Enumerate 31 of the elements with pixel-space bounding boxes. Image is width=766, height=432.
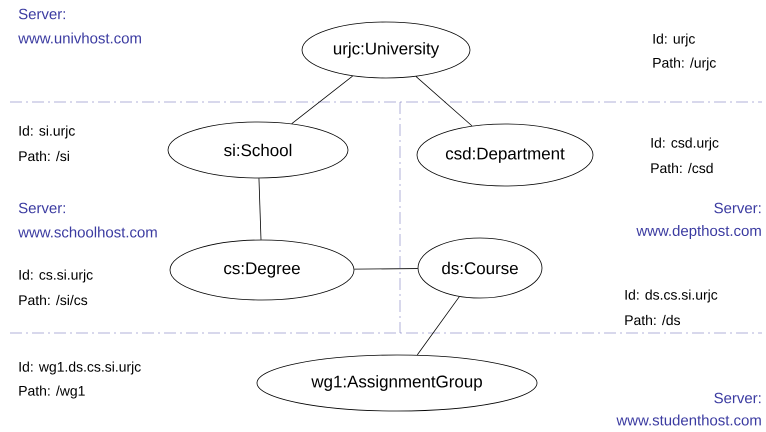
node-annotation: Id: urjc xyxy=(653,34,695,46)
connector-line xyxy=(354,268,418,270)
node-annotation: Path: /urjc xyxy=(653,58,716,70)
node-annotation: Id: cs.si.urjc xyxy=(19,270,93,282)
server-label: www.studenthost.com xyxy=(616,414,761,426)
ellipse-node: wg1:AssignmentGroup xyxy=(256,354,538,412)
server-label: www.depthost.com xyxy=(636,225,761,239)
ellipse-node: cs:Degree xyxy=(170,240,354,300)
ellipse-node: csd:Department xyxy=(416,124,594,186)
connector-line xyxy=(258,178,262,240)
ellipse-node: si:School xyxy=(168,122,348,178)
connector-line xyxy=(416,76,472,126)
server-label: Server: xyxy=(714,392,760,404)
node-annotation: Id: csd.urjc xyxy=(651,138,719,150)
node-annotation: Id: ds.cs.si.urjc xyxy=(625,290,718,302)
node-annotation: Path: /csd xyxy=(651,162,713,174)
node-annotation: Id: wg1.ds.cs.si.urjc xyxy=(19,362,141,374)
ellipse-node: ds:Course xyxy=(418,238,542,298)
server-label: www.schoolhost.com xyxy=(18,226,157,238)
connector-line xyxy=(291,76,354,124)
connector-line xyxy=(416,296,460,356)
node-annotation: Id: si.urjc xyxy=(19,126,75,138)
ellipse-node: urjc:University xyxy=(302,22,470,78)
node-annotation: Path: /si/cs xyxy=(19,294,88,306)
server-label: Server: xyxy=(18,8,65,20)
server-label: Server: xyxy=(18,202,65,214)
server-label: Server: xyxy=(714,202,760,214)
node-annotation: Path: /si xyxy=(19,150,69,162)
node-annotation: Path: /wg1 xyxy=(19,386,85,398)
server-label: www.univhost.com xyxy=(18,32,141,44)
node-annotation: Path: /ds xyxy=(625,314,680,326)
